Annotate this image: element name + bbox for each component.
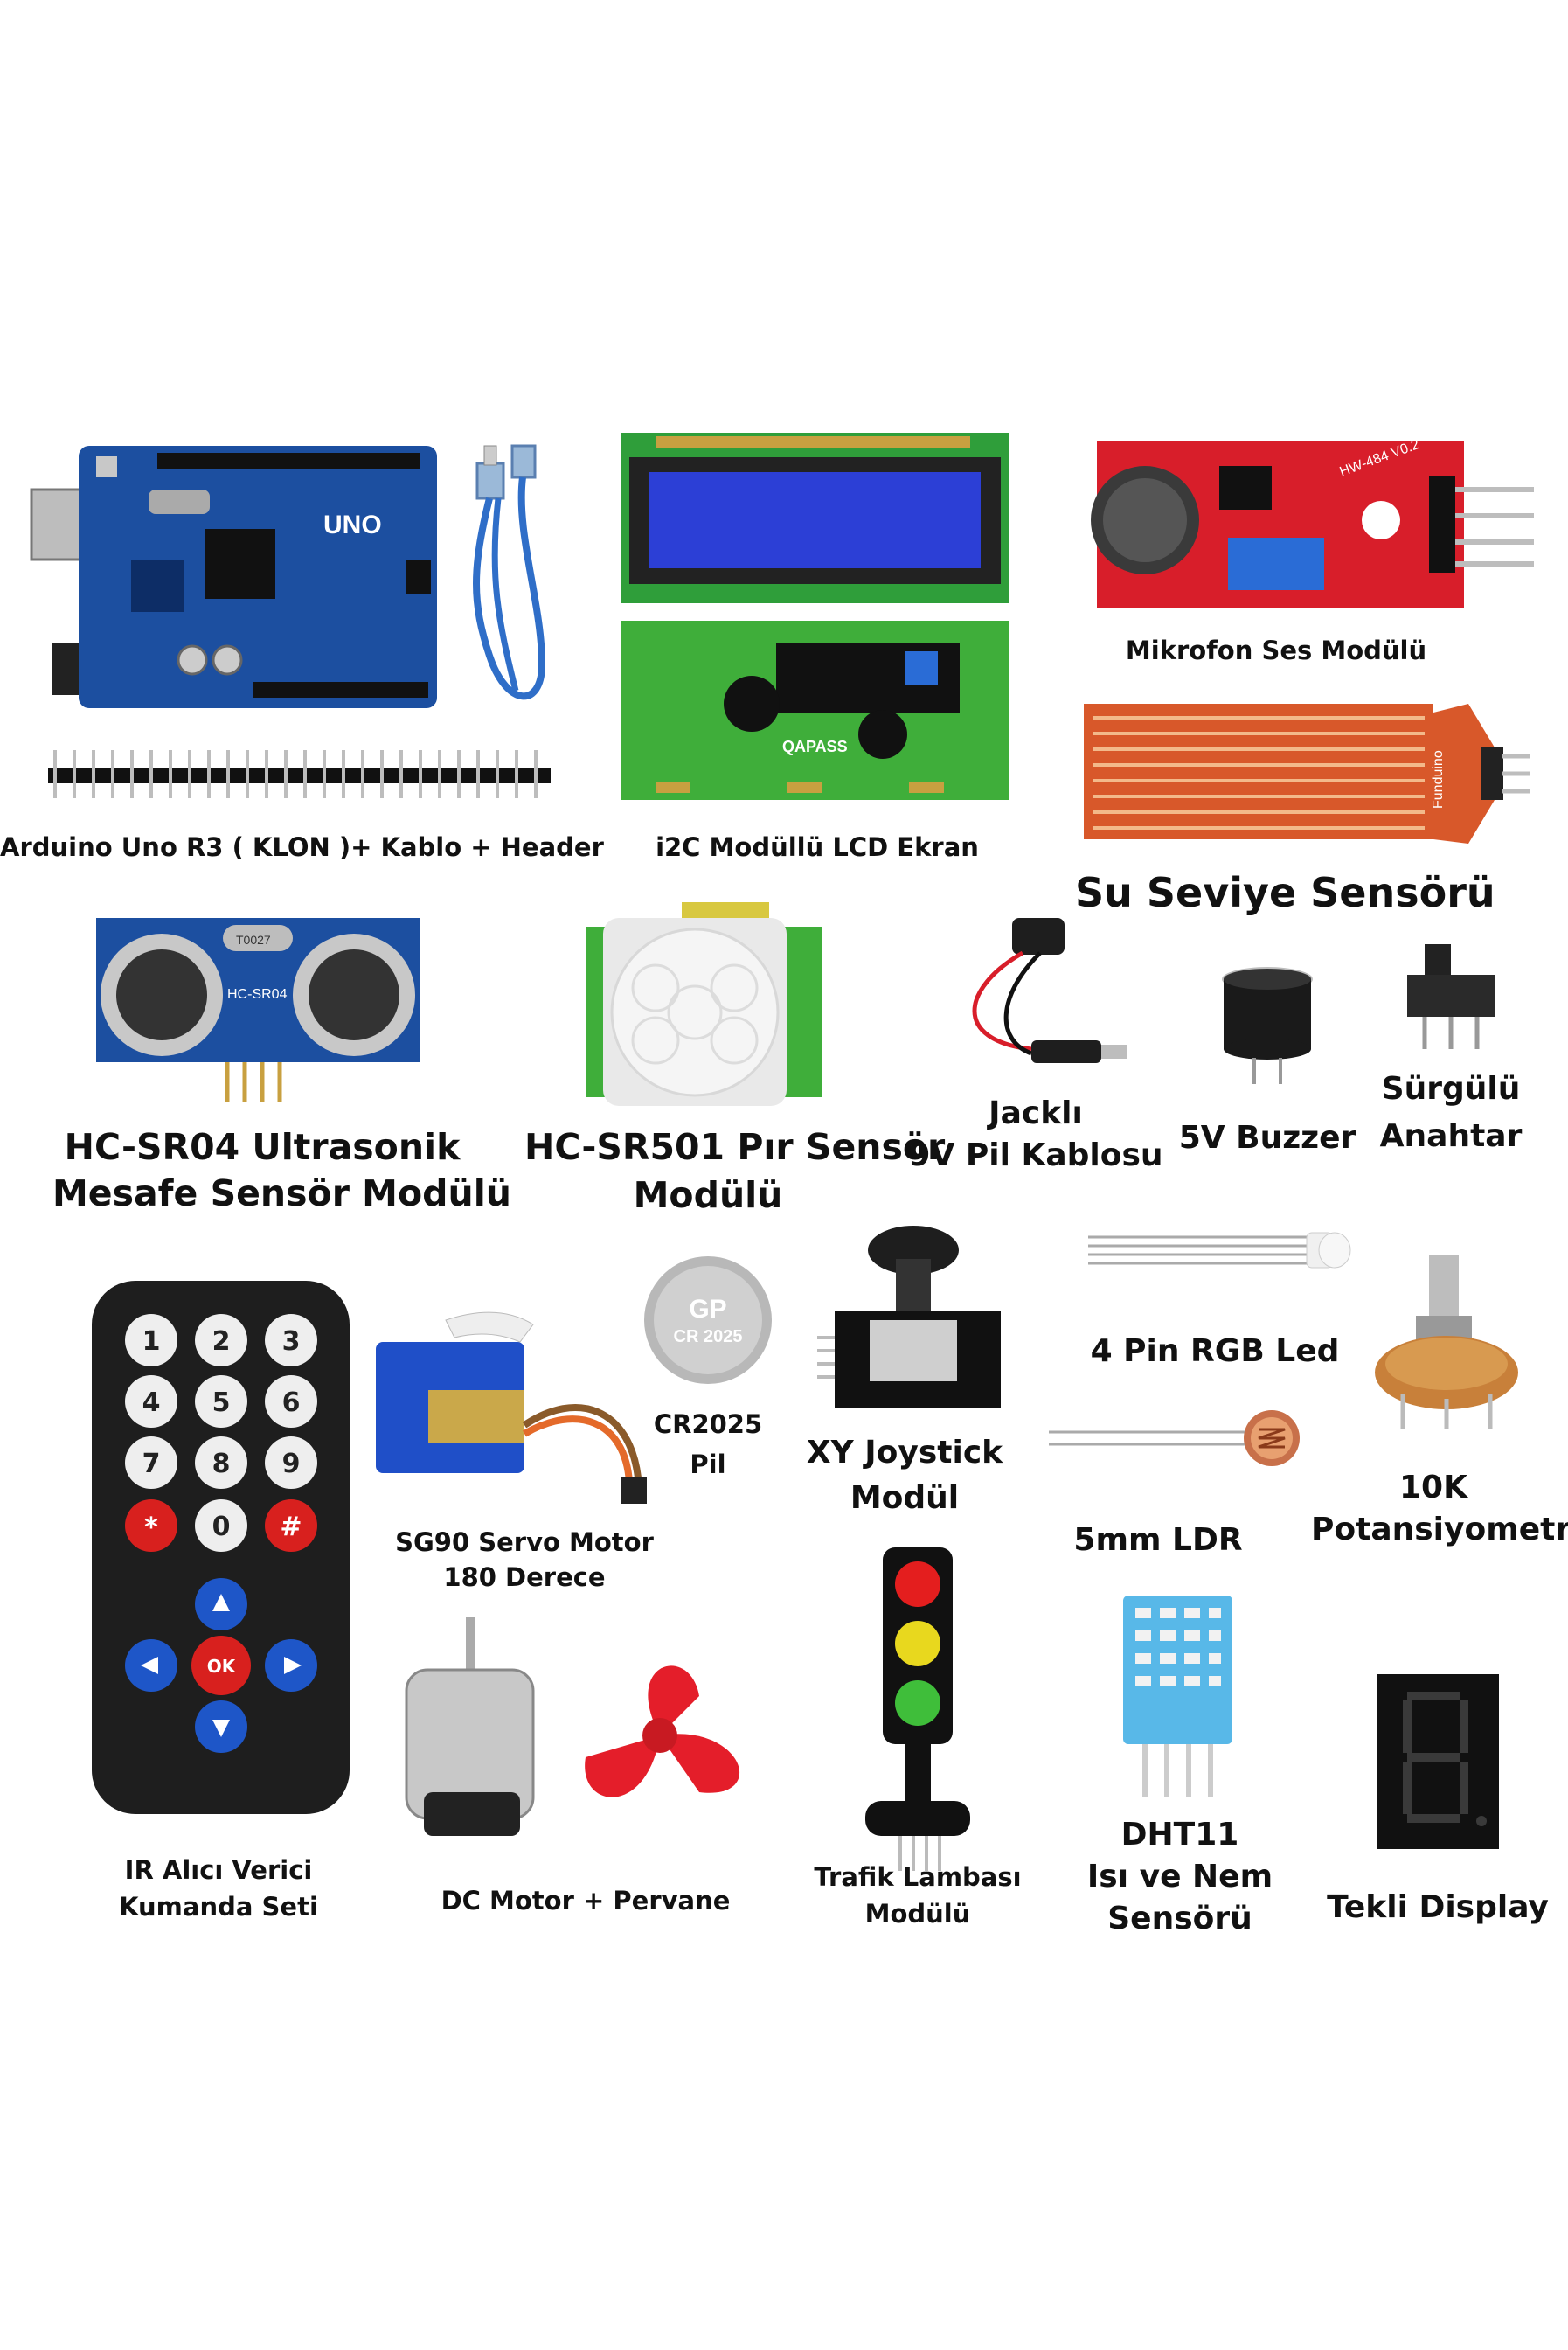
battery-clip-label-line2: 9V Pil Kablosu (908, 1137, 1163, 1173)
arduino-uno-image: UNO (30, 446, 437, 708)
lcd-screen-image (621, 433, 1009, 603)
key-9: 9 (282, 1449, 301, 1479)
seven-segment-label: Tekli Display (1327, 1889, 1549, 1925)
traffic-light-label-line2: Modülü (864, 1899, 971, 1929)
seven-segment-display-image (1377, 1674, 1499, 1849)
hcsr04-image: T0027 HC-SR04 (96, 918, 420, 1102)
remote-keypad (125, 1314, 317, 1552)
potentiometer-label-line1: 10K (1399, 1470, 1467, 1505)
key-hash: # (280, 1512, 302, 1542)
coin-brand-label: GP (689, 1295, 726, 1324)
slide-switch-label-line1: Sürgülü (1381, 1071, 1521, 1107)
potentiometer-image (1375, 1255, 1518, 1429)
water-level-sensor-image: Funduino (1084, 704, 1530, 844)
ok-key-label: OK (207, 1656, 237, 1677)
pir-label-line2: Modülü (633, 1174, 783, 1216)
joystick-label-line2: Modül (850, 1480, 960, 1516)
microphone-module-image: HW-484 V0.2 (1091, 437, 1534, 608)
ldr-label: 5mm LDR (1073, 1522, 1243, 1558)
lcd-i2c-back-image: QAPASS (621, 621, 1009, 800)
key-2: 2 (212, 1326, 231, 1357)
buzzer-image (1222, 967, 1313, 1084)
lcd-label: i2C Modüllü LCD Ekran (656, 832, 979, 862)
hcsr04-label-line1: HC-SR04 Ultrasonik (64, 1126, 461, 1168)
dc-motor-label: DC Motor + Pervane (441, 1886, 731, 1915)
microphone-label: Mikrofon Ses Modülü (1125, 636, 1427, 665)
coin-model-label: CR 2025 (674, 1327, 743, 1346)
key-1: 1 (142, 1326, 161, 1357)
key-4: 4 (142, 1387, 161, 1418)
dht11-label-line1: DHT11 (1120, 1817, 1239, 1853)
hcsr04-chip-label: HC-SR04 (227, 987, 288, 1002)
joystick-image (817, 1226, 1001, 1408)
traffic-light-image (865, 1547, 970, 1871)
key-7: 7 (142, 1449, 161, 1479)
coin-cell-label-line2: Pil (690, 1450, 726, 1479)
dht11-image (1123, 1596, 1232, 1797)
battery-clip-image (972, 918, 1127, 1063)
servo-label-line2: 180 Derece (443, 1562, 606, 1592)
arduino-label: Arduino Uno R3 ( KLON )+ Kablo + Header (0, 832, 604, 862)
servo-label-line1: SG90 Servo Motor (395, 1527, 654, 1557)
dht11-label-line3: Sensörü (1107, 1901, 1252, 1936)
usb-cable-image (473, 444, 546, 700)
pir-label-line1: HC-SR501 Pır Sensör (524, 1126, 946, 1168)
joystick-label-line1: XY Joystick (806, 1435, 1003, 1470)
ldr-image (1049, 1410, 1300, 1466)
pir-sensor-image (586, 902, 822, 1106)
lcd-brand-label: QAPASS (782, 738, 848, 755)
water-level-label: Su Seviye Sensörü (1075, 869, 1495, 916)
potentiometer-label-line2: Potansiyometre (1311, 1512, 1568, 1547)
dht11-label-line2: Isı ve Nem (1086, 1859, 1273, 1895)
key-5: 5 (212, 1387, 231, 1418)
coin-cell-image: GP CR 2025 (644, 1256, 772, 1384)
traffic-light-label-line1: Trafik Lambası (814, 1862, 1022, 1892)
key-6: 6 (282, 1387, 301, 1418)
key-8: 8 (212, 1449, 231, 1479)
slide-switch-label-line2: Anahtar (1379, 1118, 1523, 1154)
key-0: 0 (212, 1512, 231, 1542)
uno-label: UNO (323, 511, 382, 539)
hcsr04-label-line2: Mesafe Sensör Modülü (52, 1172, 511, 1214)
remote-dpad (125, 1578, 317, 1753)
ir-remote-label-line2: Kumanda Seti (119, 1892, 318, 1922)
propeller-image (585, 1665, 740, 1797)
water-brand-label: Funduino (1431, 750, 1446, 809)
servo-motor-image (376, 1311, 647, 1504)
battery-clip-label-line1: Jacklı (989, 1095, 1083, 1131)
crystal-label: T0027 (236, 933, 271, 947)
buzzer-label: 5V Buzzer (1178, 1120, 1356, 1156)
key-3: 3 (282, 1326, 301, 1357)
ir-remote-label-line1: IR Alıcı Verici (124, 1855, 313, 1885)
rgb-led-image (1088, 1232, 1351, 1269)
ir-remote-image: 1 2 3 4 5 6 7 8 9 * 0 # OK (92, 1281, 350, 1814)
slide-switch-image (1407, 944, 1495, 1049)
rgb-led-label: 4 Pin RGB Led (1090, 1333, 1340, 1369)
coin-cell-label-line1: CR2025 (653, 1409, 763, 1439)
pin-header-image (48, 750, 551, 798)
key-star: * (144, 1512, 158, 1543)
dc-motor-image (405, 1617, 535, 1836)
